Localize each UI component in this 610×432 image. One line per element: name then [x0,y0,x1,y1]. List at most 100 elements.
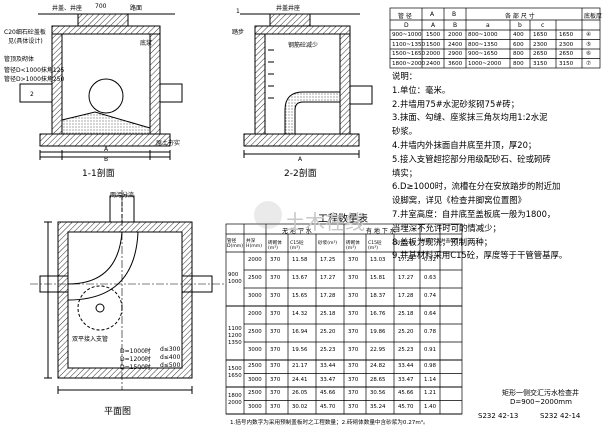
qty-cell: 1.21 [424,390,437,396]
dim-table-sub1: A [431,22,436,29]
note-line-4: 砂浆。 [392,126,418,137]
note-line-2: 2.井墙用75#水泥砂浆砌75#砖； [392,98,520,109]
qty-cell: 2000 [248,311,262,317]
qty-footnote: 1.括号内数字为采用预制盖板时之工程数量；2.砖砌体数量中含砂浆为0.27m³。 [230,420,429,426]
plan-dim-5: D=1500时 [120,364,151,371]
sec1-label-d1000b: 管径D>1000抹角250 [4,76,65,83]
plan-view [30,190,225,394]
sec1-label-slab-note: 见(具体设计) [8,38,43,45]
dim-table-cell: 3600 [448,60,463,67]
qty-cell: 370 [348,257,359,263]
dim-table-cell: 2900 [448,51,463,57]
qty-cell: 3000 [248,347,262,353]
dim-table-cell: 1650 [559,32,574,38]
dim-table-cell: 2300 [559,41,574,48]
sec1-label-floor: 底浆 [140,40,153,47]
qty-cell: 2500 [248,329,262,335]
qty-cell: 370 [270,329,281,335]
qty-cell: 17.25 [398,257,414,263]
qty-cell: 25.18 [320,311,336,317]
qty-cell: 28.65 [370,377,386,383]
qty-cell: 370 [270,404,281,410]
qty-cell: 370 [348,377,359,383]
qty-col-head: 砖砌体(m³) [268,241,282,251]
qty-cell: 0.52 [424,257,437,263]
qty-col-head: C15砼(m³) [290,241,304,251]
qty-cell: 0.64 [424,311,437,317]
dim-table-cell: 1500 [426,32,441,38]
qty-group-1: 无 地 下 水 [282,228,312,235]
qty-cell: 370 [270,257,281,263]
qty-cell: 370 [348,390,359,396]
qty-diameter-group: 1500 1650 [228,366,242,379]
qty-cell: 0.78 [424,329,437,335]
dim-table-cell: 3150 [533,60,548,67]
note-line-6: 5.接入支管超挖部分用级配砂石、砼或砌砖 [392,153,551,164]
qty-cell: 33.44 [398,363,414,369]
sec1-label-d1000a: 管径D<1000抹角125 [4,67,65,74]
qty-cell: 45.70 [320,404,336,410]
qty-group-2: 有 地 下 水 [366,228,396,235]
sec2-label-rc: 钢筋砼减少 [288,42,319,49]
qty-cell: 25.23 [320,347,336,353]
dim-table-cell: 2000 [448,32,463,38]
qty-cell: 25.18 [398,311,414,317]
dim-table-cell: ④ [586,32,592,38]
sec2-label-steps: 踏步 [232,29,245,36]
title-line-2: D=900~2000mm [510,398,572,406]
dim-table-cell: 1500~1650 [392,51,426,57]
dim-table-cell: 2400 [448,41,463,48]
qty-diameter-group: 900 1000 [228,272,242,285]
qty-cell: 19.86 [370,329,386,335]
qty-cell: 3000 [248,377,262,383]
qty-cell: 13.03 [370,257,386,263]
watermark-logo [254,201,282,229]
qty-cell: 15.81 [370,275,386,281]
dim-table-cell: 800~1350 [468,41,498,48]
dim-table-h2: B [452,11,457,18]
qty-cell: 370 [348,363,359,369]
section-1-1 [19,13,183,160]
plan-dim-6: d≤500 [160,362,181,369]
quantity-table [225,223,463,415]
dim-table-sub2: B [453,22,458,29]
sec1-label-700: 700 [95,3,107,10]
qty-cell: 370 [270,363,281,369]
note-line-10: 7.井室高度：自井底至盖板底一般为1800， [392,208,556,219]
notes-title: 说明： [392,71,418,81]
qty-col-head: C15砼(m³) [368,241,382,251]
sec2-cut-mark: 1 [236,8,240,15]
qty-col-head: 砂浆(m³) [396,241,416,246]
sec1-dim-a: A [104,146,109,153]
plan-dim-1: D=1000时 [120,348,151,355]
qty-cell: 17.25 [320,257,336,263]
dim-table-cell: 1000~2000 [468,60,502,67]
plan-label-branch: 双平接入支管 [72,336,109,343]
qty-cell: 35.24 [370,404,386,410]
qty-cell: 21.17 [292,363,308,369]
qty-cell: 370 [348,311,359,317]
qty-cell: 45.66 [398,390,414,396]
qty-cell: 24.41 [292,377,308,383]
dim-table-cell: ⑦ [586,60,592,67]
qty-cell: 370 [270,377,281,383]
qty-cell: 24.82 [370,363,386,369]
qty-col-head: 砂浆(m³) [318,241,338,246]
sec1-label-cover: 井盖、井座 [52,5,83,12]
dim-table-cell: 900~1000 [392,32,422,38]
qty-cell: 19.56 [292,347,308,353]
qty-cell: 17.28 [398,293,414,299]
dim-table-cell: 1800~2000 [392,60,426,67]
sec1-label-slab: C20细石砼盖板 [4,29,46,36]
qty-cell: 25.23 [398,347,414,353]
dim-table-cell: 400 [513,32,524,38]
dim-table-cell: 900~1650 [468,51,498,57]
sec2-dim-a: A [298,156,303,163]
qty-cell: 2500 [248,363,262,369]
dim-table-h4: 底板厚 [584,13,603,20]
watermark-text: 土木在线 [285,210,365,234]
qty-cell: 11.58 [292,257,308,263]
note-line-5: 4.井墙内外抹面自井底至井顶，厚20； [392,139,537,150]
qty-cell: 0.98 [424,363,437,369]
